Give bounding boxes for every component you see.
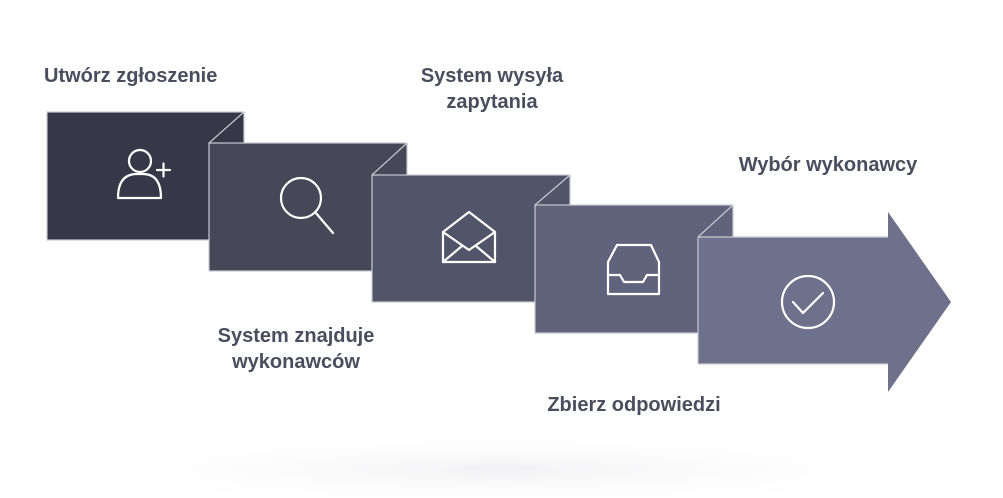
user-plus-icon	[116, 148, 172, 200]
envelope-open-icon	[441, 210, 497, 264]
step-4-label: Zbierz odpowiedzi	[547, 394, 721, 416]
floor-shadow	[20, 430, 980, 498]
step-2-label: System znajduje wykonawców	[196, 323, 396, 375]
step-2-label-line2: wykonawców	[232, 351, 360, 373]
step-5-label: Wybór wykonawcy	[738, 154, 918, 176]
step-5-arrow	[697, 204, 951, 392]
inbox-tray-icon	[606, 243, 661, 296]
step-3-label-line2: zapytania	[446, 91, 538, 113]
step-1-label: Utwórz zgłoszenie	[44, 65, 218, 87]
step-2-label-line1: System znajduje	[217, 325, 375, 347]
search-icon	[279, 176, 335, 235]
step-3-label: System wysyła zapytania	[392, 63, 592, 115]
check-circle-icon	[780, 274, 836, 330]
step-3-label-line1: System wysyła	[420, 65, 564, 87]
